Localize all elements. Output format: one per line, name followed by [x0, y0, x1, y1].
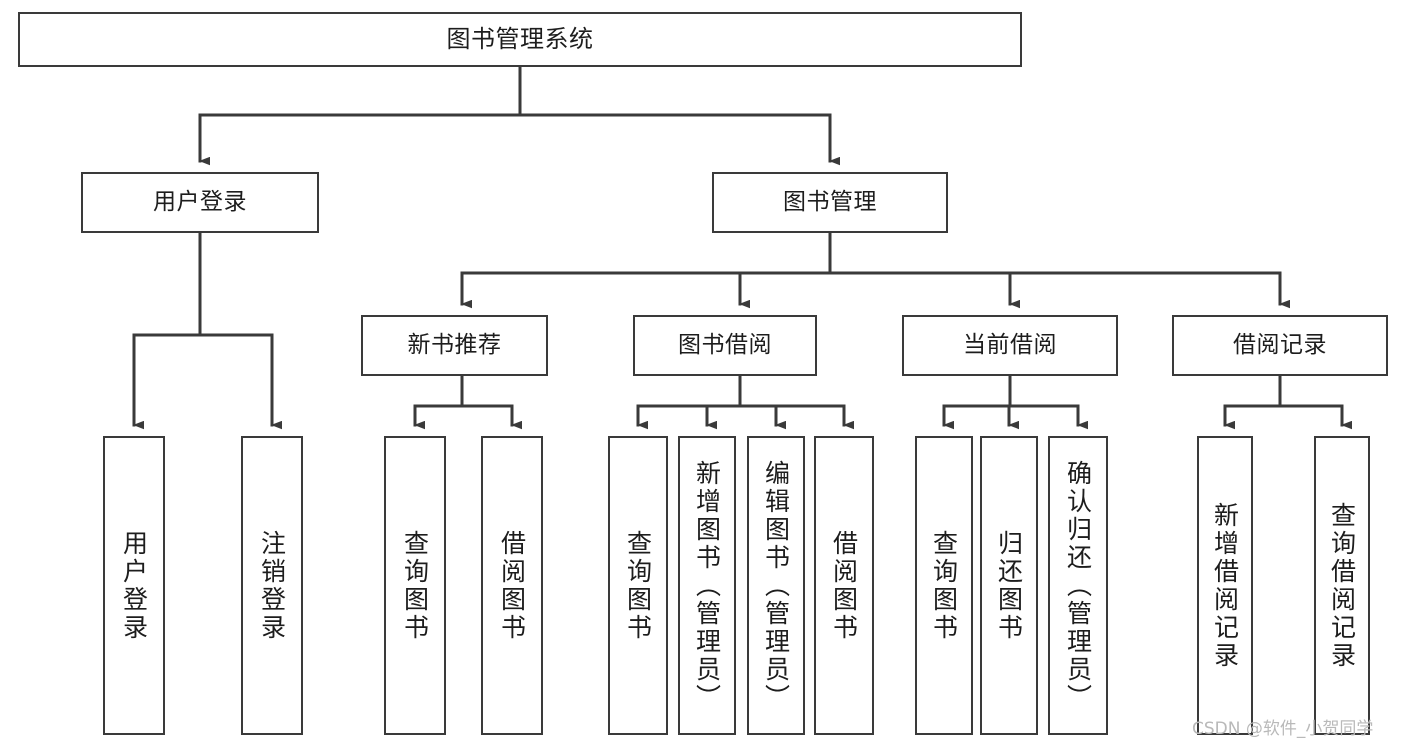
node-borrow-record[interactable]: 借阅记录	[1172, 315, 1388, 376]
leaf-current-borrow-return-book[interactable]: 归还图书	[980, 436, 1038, 735]
node-label: 借阅图书	[829, 529, 859, 642]
node-label: 图书借阅	[678, 332, 772, 359]
leaf-book-borrow-add-book-admin[interactable]: 新增图书（管理员）	[678, 436, 736, 735]
leaf-book-borrow-edit-book-admin[interactable]: 编辑图书（管理员）	[747, 436, 805, 735]
leaf-borrow-record-query-record[interactable]: 查询借阅记录	[1314, 436, 1370, 735]
leaf-book-borrow-query-book[interactable]: 查询图书	[608, 436, 668, 735]
leaf-book-borrow-borrow-book[interactable]: 借阅图书	[814, 436, 874, 735]
node-user-login[interactable]: 用户登录	[81, 172, 319, 233]
node-label: 查询图书	[623, 529, 653, 642]
node-current-borrow[interactable]: 当前借阅	[902, 315, 1118, 376]
leaf-current-borrow-confirm-return-admin[interactable]: 确认归还（管理员）	[1048, 436, 1108, 735]
node-label: 用户登录	[119, 529, 149, 642]
node-label: 图书管理系统	[446, 24, 594, 53]
node-label: 查询图书	[929, 529, 959, 642]
leaf-new-book-query-book[interactable]: 查询图书	[384, 436, 446, 735]
leaf-borrow-record-add-record[interactable]: 新增借阅记录	[1197, 436, 1253, 735]
node-label: 归还图书	[994, 529, 1024, 642]
node-label: 借阅图书	[497, 529, 527, 642]
node-label: 用户登录	[153, 189, 247, 216]
leaf-user-login-logout[interactable]: 注销登录	[241, 436, 303, 735]
watermark-text: CSDN @软件_小贺同学	[1192, 719, 1374, 739]
node-book-borrow[interactable]: 图书借阅	[633, 315, 817, 376]
node-label: 新增图书（管理员）	[692, 459, 722, 712]
node-label: 新书推荐	[407, 332, 502, 359]
node-book-management[interactable]: 图书管理	[712, 172, 948, 233]
leaf-new-book-borrow-book[interactable]: 借阅图书	[481, 436, 543, 735]
node-label: 新增借阅记录	[1210, 501, 1240, 670]
node-new-book-recommend[interactable]: 新书推荐	[361, 315, 548, 376]
leaf-user-login-login[interactable]: 用户登录	[103, 436, 165, 735]
node-label: 查询借阅记录	[1327, 501, 1357, 670]
node-label: 注销登录	[257, 529, 287, 642]
node-label: 编辑图书（管理员）	[761, 459, 791, 712]
node-label: 确认归还（管理员）	[1063, 459, 1093, 712]
node-root-book-management-system[interactable]: 图书管理系统	[18, 12, 1022, 67]
leaf-current-borrow-query-book[interactable]: 查询图书	[915, 436, 973, 735]
node-label: 借阅记录	[1233, 332, 1327, 359]
node-label: 图书管理	[783, 189, 877, 216]
node-label: 当前借阅	[963, 332, 1057, 359]
node-label: 查询图书	[400, 529, 430, 642]
